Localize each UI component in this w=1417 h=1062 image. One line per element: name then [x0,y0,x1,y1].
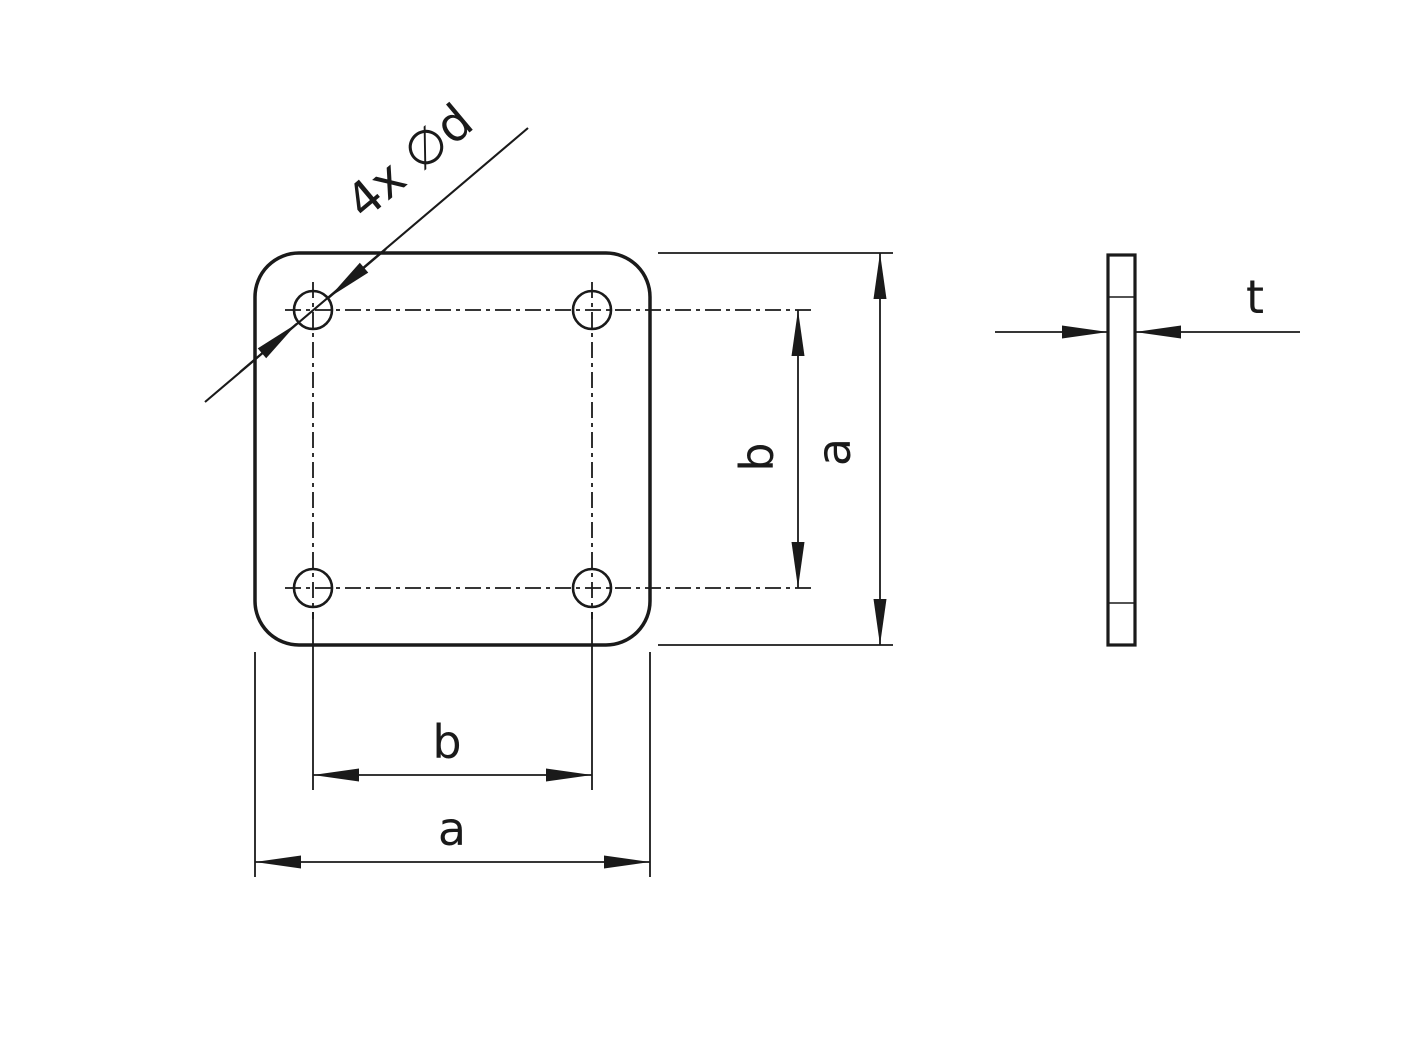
dim-label-t: t [1246,270,1264,324]
plate-front-view-outline [253,251,652,647]
hole-callout-label: 4x ∅d [336,93,484,230]
dim-label-a-vertical: a [807,438,861,466]
hole-callout-arrow-lower [239,322,298,373]
hole-bottom-left [292,567,334,609]
hole-top-left [292,289,334,331]
hole-top-right [571,289,613,331]
dim-label-b-horizontal: b [432,715,461,769]
dim-label-b-vertical: b [730,442,784,471]
plate-side-view-outline [1106,253,1137,647]
hole-callout-arrow-upper [328,248,387,299]
dim-label-a-horizontal: a [438,802,466,856]
hole-bottom-right [571,567,613,609]
